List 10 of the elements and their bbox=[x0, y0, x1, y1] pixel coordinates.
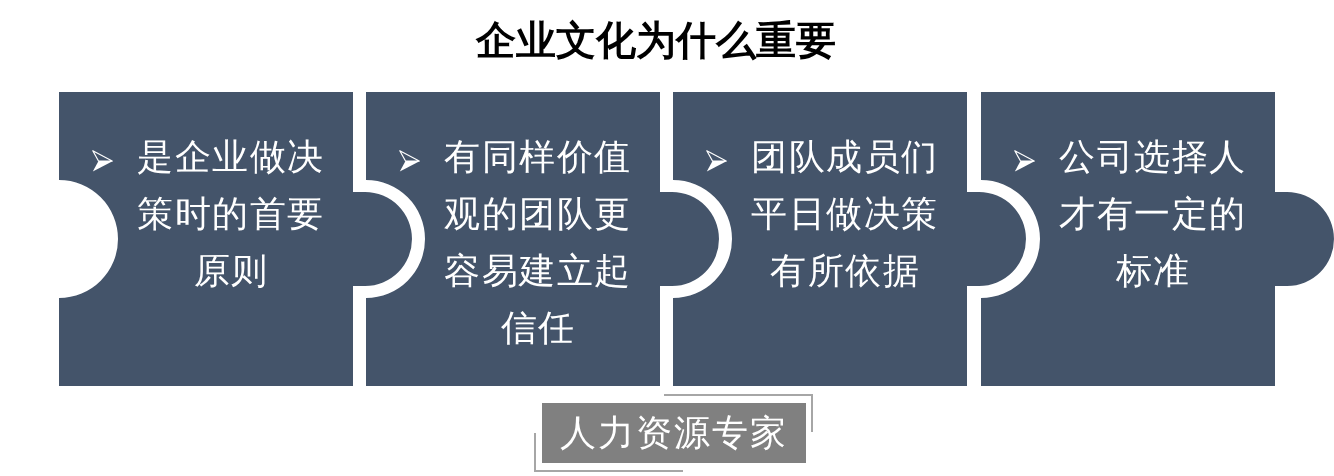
puzzle-piece bbox=[981, 92, 1334, 386]
puzzle-piece bbox=[673, 92, 1026, 386]
point-text: 团队成员们平日做决策有所依据 bbox=[750, 135, 940, 293]
point-text: 有同样价值观的团队更容易建立起信任 bbox=[443, 135, 633, 350]
title: 企业文化为什么重要 bbox=[476, 16, 836, 64]
banner: 人力资源专家 bbox=[542, 403, 806, 463]
puzzle-piece bbox=[366, 92, 719, 386]
point-text: 是企业做决策时的首要原则 bbox=[136, 135, 326, 293]
point-text: 公司选择人才有一定的标准 bbox=[1058, 135, 1248, 293]
puzzle-piece bbox=[59, 92, 412, 386]
